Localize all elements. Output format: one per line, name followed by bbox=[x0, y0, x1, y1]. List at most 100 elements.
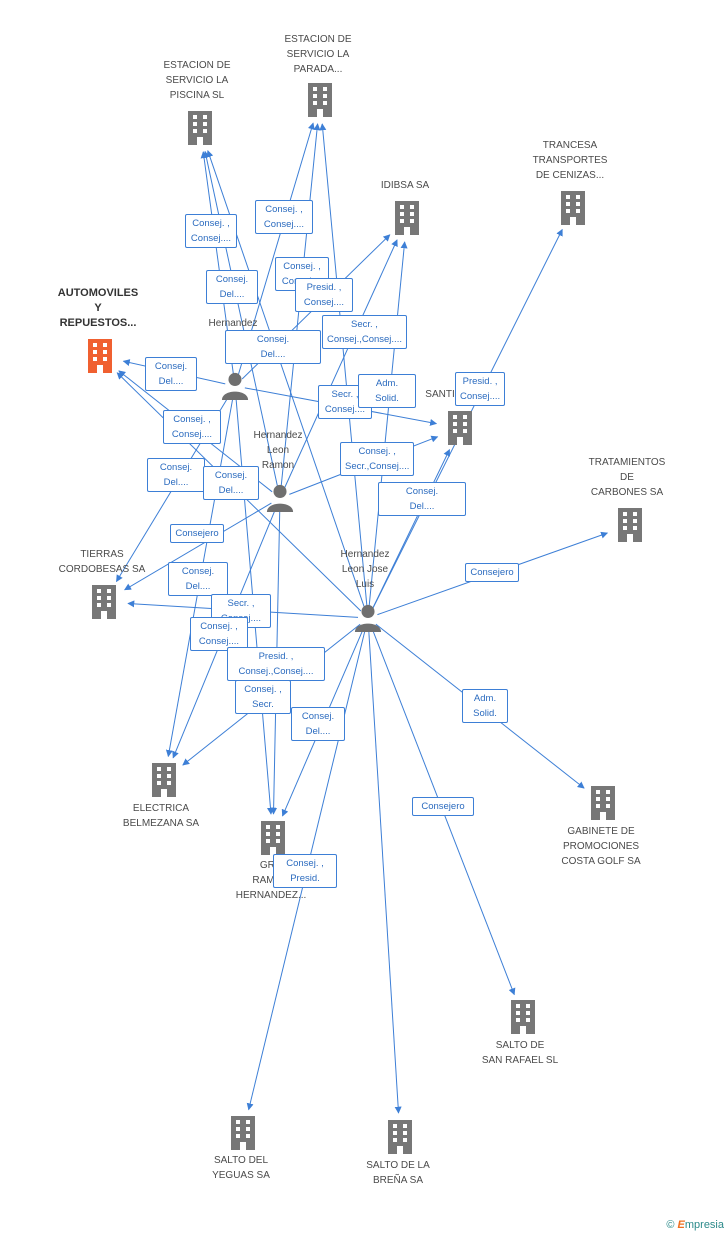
relation-label-line: Secr. , bbox=[351, 319, 378, 330]
relation-label[interactable]: Consej.Del.... bbox=[225, 330, 321, 364]
relation-label-line: Consej.... bbox=[198, 636, 240, 647]
node-label-line: DE CENIZAS... bbox=[535, 170, 605, 181]
relation-label-line: Del.... bbox=[185, 581, 211, 592]
building-icon[interactable] bbox=[561, 191, 585, 225]
node-label-line: Hernandez bbox=[340, 549, 390, 560]
relation-label-line: Consej. , bbox=[358, 446, 396, 457]
relation-label-line: Consej. bbox=[181, 566, 215, 577]
edge-p_luis-to-parada bbox=[319, 123, 368, 609]
building-icon[interactable] bbox=[511, 1000, 535, 1034]
relation-label-line: Presid. , bbox=[306, 282, 342, 293]
building-icon[interactable] bbox=[188, 111, 212, 145]
relation-label[interactable]: Consej. Del.... bbox=[206, 270, 258, 304]
edge-p_ramon-to-tierras bbox=[124, 502, 272, 591]
node-label-line: SALTO DE LA bbox=[366, 1160, 430, 1171]
building-icon[interactable] bbox=[231, 1116, 255, 1150]
relation-label[interactable]: Consej. ,Consej.... bbox=[185, 214, 237, 248]
relation-label-line: Del.... bbox=[218, 485, 244, 496]
relation-label[interactable]: Consej.Del.... bbox=[145, 357, 197, 391]
relation-label[interactable]: Adm.Solid. bbox=[462, 689, 508, 723]
relation-label[interactable]: Consej. ,Consej.... bbox=[255, 200, 313, 234]
relation-label[interactable]: Consej. ,Secr. bbox=[235, 680, 291, 714]
main-company-building-icon[interactable] bbox=[88, 339, 112, 373]
node-label-line: ESTACION DE bbox=[163, 60, 231, 71]
brand-footer[interactable]: © Empresia bbox=[666, 1219, 724, 1231]
node-label-idibsa[interactable]: IDIBSA SA bbox=[381, 178, 429, 193]
relation-label-line: Consej.,Consej.... bbox=[238, 666, 314, 677]
relation-label[interactable]: Consej. ,Secr.,Consej.... bbox=[340, 442, 415, 476]
brand-initial: E bbox=[677, 1219, 685, 1231]
node-label-rafael[interactable]: SALTO DE SAN RAFAEL SL bbox=[482, 1038, 558, 1068]
relation-label-line: Consej. , bbox=[192, 218, 230, 229]
relation-label-line: Consej.... bbox=[460, 391, 501, 402]
building-icon[interactable] bbox=[448, 411, 472, 445]
copyright-symbol: © bbox=[666, 1219, 675, 1231]
node-label-line: ESTACION DE bbox=[284, 34, 352, 45]
relation-label[interactable]: Consej. Del.... bbox=[168, 562, 228, 596]
relation-label-line: Del.... bbox=[219, 289, 245, 300]
node-label-line: HERNANDEZ... bbox=[235, 890, 307, 901]
edge-p_ramon-to-idibsa bbox=[283, 239, 398, 490]
person-icon[interactable] bbox=[266, 484, 294, 512]
node-label-line: GRU bbox=[259, 860, 283, 871]
relation-label[interactable]: Secr. ,Consej.,Consej.... bbox=[322, 315, 407, 349]
relation-label[interactable]: Presid. ,Consej.... bbox=[455, 372, 506, 406]
brand-name: mpresia bbox=[684, 1219, 724, 1231]
relation-label[interactable]: Consejero bbox=[412, 797, 474, 816]
building-icon[interactable] bbox=[308, 83, 332, 117]
relation-label-line: Consej. , bbox=[173, 414, 211, 425]
relation-label-line: Del.... bbox=[409, 501, 435, 512]
node-label-line: DE bbox=[620, 472, 634, 483]
relation-label[interactable]: Presid. ,Consej.... bbox=[295, 278, 353, 312]
building-icon[interactable] bbox=[261, 821, 285, 855]
relation-label-line: Consej. bbox=[215, 274, 249, 285]
node-label-line: GABINETE DE bbox=[567, 826, 635, 837]
building-icon[interactable] bbox=[395, 201, 419, 235]
node-label-line: BELMEZANA SA bbox=[122, 818, 200, 829]
relation-label[interactable]: Consej.Del.... bbox=[147, 458, 205, 492]
node-label-line: Ramon bbox=[261, 460, 295, 471]
relation-label-line: Del.... bbox=[158, 376, 184, 387]
relation-label[interactable]: Presid. , Consej.,Consej.... bbox=[227, 647, 325, 681]
node-label-line: CARBONES SA bbox=[590, 487, 664, 498]
relation-label[interactable]: Consej. , Consej.... bbox=[163, 410, 221, 444]
relation-label-line: Consej. bbox=[405, 486, 439, 497]
edge-p_luis-to-brena bbox=[368, 627, 402, 1114]
building-icon[interactable] bbox=[618, 508, 642, 542]
node-label-santi[interactable]: SANTI bbox=[425, 387, 454, 402]
building-icon[interactable] bbox=[591, 786, 615, 820]
node-label-line: Leon bbox=[266, 445, 290, 456]
node-label-line: SALTO DE bbox=[495, 1040, 545, 1051]
relation-label-line: Presid. , bbox=[258, 651, 294, 662]
building-icon[interactable] bbox=[92, 585, 116, 619]
relation-label[interactable]: Adm.Solid. bbox=[358, 374, 416, 408]
edge-p_luis-to-santi bbox=[371, 448, 450, 610]
building-icon[interactable] bbox=[152, 763, 176, 797]
relation-label[interactable]: Consej. ,Presid. bbox=[273, 854, 337, 888]
relation-label[interactable]: Consej. Del.... bbox=[378, 482, 466, 516]
relation-label[interactable]: Consej.Del.... bbox=[291, 707, 345, 741]
relation-label[interactable]: Consej.Del.... bbox=[203, 466, 259, 500]
relation-label[interactable]: Consejero bbox=[170, 524, 224, 543]
building-icon[interactable] bbox=[388, 1120, 412, 1154]
edge-p_ramon-to-piscina bbox=[202, 150, 279, 489]
relation-label[interactable]: Consejero bbox=[465, 563, 519, 582]
node-label-line: REPUESTOS... bbox=[59, 317, 137, 329]
node-label-line: SAN RAFAEL SL bbox=[481, 1055, 559, 1066]
relation-label-line: Consej.... bbox=[171, 429, 213, 440]
relation-label[interactable]: Consej. ,Consej.... bbox=[190, 617, 248, 651]
